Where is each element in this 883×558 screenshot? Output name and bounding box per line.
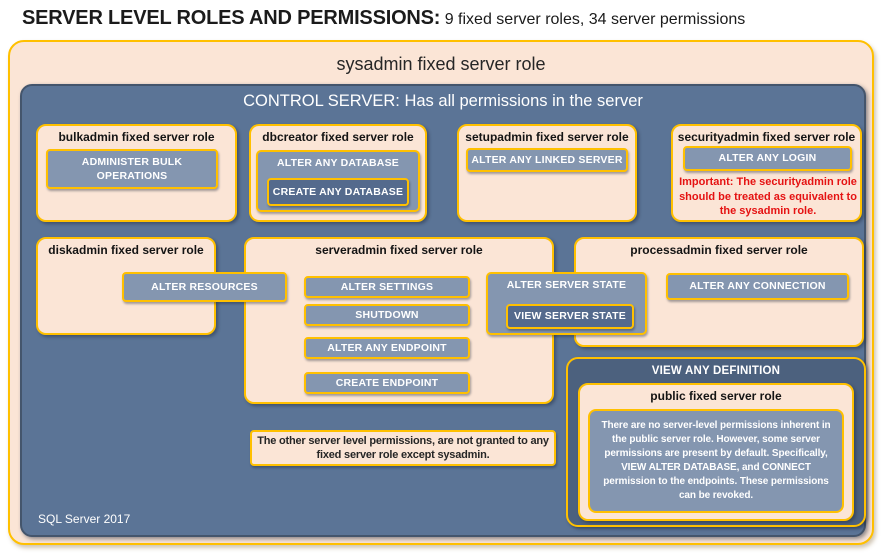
permission-alter-any-connection: ALTER ANY CONNECTION (666, 273, 849, 300)
role-securityadmin-label: securityadmin fixed server role (677, 130, 856, 144)
role-securityadmin: securityadmin fixed server role ALTER AN… (671, 124, 862, 222)
permission-alter-any-database-label: ALTER ANY DATABASE (276, 157, 400, 169)
securityadmin-warning-text: Important: The securityadmin role should… (679, 176, 857, 217)
page-title-main: SERVER LEVEL ROLES AND PERMISSIONS: (22, 7, 441, 29)
page-title-subtitle: 9 fixed server roles, 34 server permissi… (440, 11, 746, 28)
role-setupadmin: setupadmin fixed server role ALTER ANY L… (457, 124, 637, 222)
permission-administer-bulk-operations: ADMINISTER BULK OPERATIONS (46, 149, 218, 189)
permission-alter-resources: ALTER RESOURCES (122, 272, 287, 302)
permission-view-any-definition: VIEW ANY DEFINITION (651, 365, 781, 377)
permission-alter-any-endpoint: ALTER ANY ENDPOINT (304, 337, 470, 359)
sysadmin-role-container: sysadmin fixed server role CONTROL SERVE… (8, 40, 874, 545)
role-bulkadmin: bulkadmin fixed server role ADMINISTER B… (36, 124, 237, 222)
control-server-label: CONTROL SERVER: Has all permissions in t… (243, 92, 643, 110)
role-dbcreator: dbcreator fixed server role ALTER ANY DA… (249, 124, 427, 222)
permission-view-server-state: VIEW SERVER STATE (506, 304, 634, 329)
permission-shutdown: SHUTDOWN (304, 304, 470, 326)
page-title: SERVER LEVEL ROLES AND PERMISSIONS: 9 fi… (22, 7, 862, 30)
permission-alter-server-state: ALTER SERVER STATE VIEW SERVER STATE (486, 272, 647, 335)
permission-create-endpoint: CREATE ENDPOINT (304, 372, 470, 394)
role-public: public fixed server role There are no se… (578, 383, 854, 521)
permission-alter-server-state-label: ALTER SERVER STATE (506, 279, 627, 291)
view-any-definition-container: VIEW ANY DEFINITION public fixed server … (566, 357, 866, 527)
control-server-container: CONTROL SERVER: Has all permissions in t… (20, 84, 866, 537)
role-processadmin-label: processadmin fixed server role (630, 243, 808, 257)
sysadmin-role-label: sysadmin fixed server role (336, 54, 546, 74)
role-dbcreator-label: dbcreator fixed server role (262, 130, 414, 144)
role-setupadmin-label: setupadmin fixed server role (465, 130, 629, 144)
permission-alter-settings: ALTER SETTINGS (304, 276, 470, 298)
other-permissions-note: The other server level permissions, are … (250, 430, 556, 466)
sql-server-version-label: SQL Server 2017 (38, 512, 131, 526)
permission-alter-any-login: ALTER ANY LOGIN (683, 146, 852, 171)
role-serveradmin-label: serveradmin fixed server role (315, 243, 483, 257)
permission-create-any-database: CREATE ANY DATABASE (267, 178, 409, 206)
permission-alter-any-linked-server: ALTER ANY LINKED SERVER (466, 148, 628, 172)
role-bulkadmin-label: bulkadmin fixed server role (58, 130, 215, 144)
permission-alter-any-database: ALTER ANY DATABASE CREATE ANY DATABASE (256, 150, 420, 212)
role-diskadmin-label: diskadmin fixed server role (48, 243, 204, 257)
role-public-label: public fixed server role (650, 389, 782, 403)
public-role-note: There are no server-level permissions in… (588, 409, 844, 513)
